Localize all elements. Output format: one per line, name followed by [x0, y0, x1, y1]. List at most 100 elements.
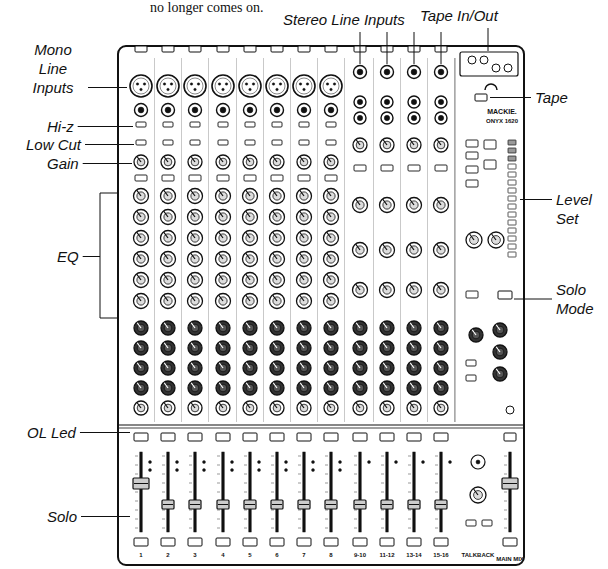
knob: [188, 252, 203, 267]
knob-pointer: [300, 383, 304, 388]
fader-scale: [217, 519, 220, 520]
xlr-ring: [242, 78, 258, 94]
hi-z-switch: [218, 122, 228, 127]
xlr-pin: [252, 83, 255, 86]
xlr-input: [239, 75, 261, 97]
knob: [161, 189, 176, 204]
knob-pointer: [137, 343, 141, 348]
fader-scale: [435, 510, 438, 511]
knob: [324, 252, 339, 267]
fader-scale: [408, 483, 411, 484]
mixer-body: [118, 46, 524, 565]
knob-pointer: [219, 232, 223, 238]
knob: [324, 361, 338, 375]
knob: [270, 361, 284, 375]
knob: [380, 243, 395, 258]
knob: [297, 273, 312, 288]
fader-scale: [189, 465, 192, 466]
fader-scale: [135, 465, 138, 466]
knob-pointer: [164, 323, 168, 328]
jack-socket: [408, 96, 420, 108]
knob-pointer: [410, 363, 414, 368]
fader-scale: [271, 492, 274, 493]
leader-line: [414, 32, 415, 64]
fader-scale: [244, 465, 247, 466]
knob: [243, 381, 257, 395]
knob: [216, 321, 230, 335]
fader-scale: [408, 492, 411, 493]
solo-button: [434, 538, 448, 546]
channel-button: [189, 175, 201, 181]
channel-button: [135, 175, 147, 181]
knob: [324, 273, 339, 288]
knob-pointer: [356, 199, 360, 205]
fader-slot: [222, 452, 224, 532]
knob-pointer: [137, 253, 141, 259]
headphone-icon: [485, 84, 497, 90]
knob: [216, 361, 230, 375]
fader-scale: [244, 492, 247, 493]
knob: [161, 401, 175, 415]
fader-cap: [271, 500, 283, 509]
leader-line: [490, 97, 531, 98]
knob: [493, 345, 507, 359]
channel-number: 3: [182, 552, 208, 559]
knob: [297, 210, 312, 225]
knob: [216, 189, 231, 204]
knob-pointer: [164, 232, 168, 238]
leader-line: [387, 32, 388, 64]
fader-cap: [189, 500, 201, 509]
fader-scale: [381, 519, 384, 520]
knob-pointer: [300, 211, 304, 217]
knob-pointer: [191, 323, 195, 328]
jack-hole: [411, 99, 416, 104]
callout-label: Tape: [535, 88, 568, 107]
mute-button: [243, 433, 257, 441]
fader-scale: [381, 492, 384, 493]
leader-line: [514, 299, 552, 300]
fader-scale: [408, 456, 411, 457]
jack-socket: [325, 104, 338, 117]
knob-pointer: [246, 295, 250, 301]
knob: [188, 210, 203, 225]
fader-scale: [135, 528, 138, 529]
fader-scale: [504, 528, 507, 529]
fader-cap: [217, 500, 229, 509]
channel-number: 1: [128, 552, 154, 559]
knob: [434, 138, 448, 152]
xlr-input: [266, 75, 288, 97]
jack-socket: [381, 96, 393, 108]
fader-scale: [298, 474, 301, 475]
rca-jack: [504, 64, 512, 72]
solo-button: [324, 538, 338, 546]
knob-pointer: [164, 211, 168, 217]
fader-scale: [325, 483, 328, 484]
fader-scale: [354, 456, 357, 457]
knob-pointer: [300, 274, 304, 280]
fader-scale: [135, 510, 138, 511]
leader-line: [360, 32, 361, 64]
solo-button: [353, 538, 367, 546]
fader-scale: [135, 519, 138, 520]
knob-pointer: [137, 383, 141, 388]
knob-pointer: [137, 323, 141, 328]
knob: [243, 155, 257, 169]
master-separator: [455, 58, 456, 422]
knob: [434, 341, 448, 355]
level-meter-led: [508, 156, 516, 161]
fader-scale: [504, 519, 507, 520]
fader-scale: [189, 510, 192, 511]
jack-hole: [192, 107, 198, 113]
knob: [324, 381, 338, 395]
callout-label: Stereo Line Inputs: [283, 10, 405, 29]
xlr-input: [157, 75, 179, 97]
knob: [161, 321, 175, 335]
rca-jack: [468, 56, 476, 64]
callout-label: Solo Mode: [556, 280, 606, 318]
xlr-pin: [190, 83, 193, 86]
mute-button: [353, 433, 367, 441]
fader-scale: [298, 492, 301, 493]
knob: [297, 381, 311, 395]
fader-cap-line: [503, 483, 517, 484]
